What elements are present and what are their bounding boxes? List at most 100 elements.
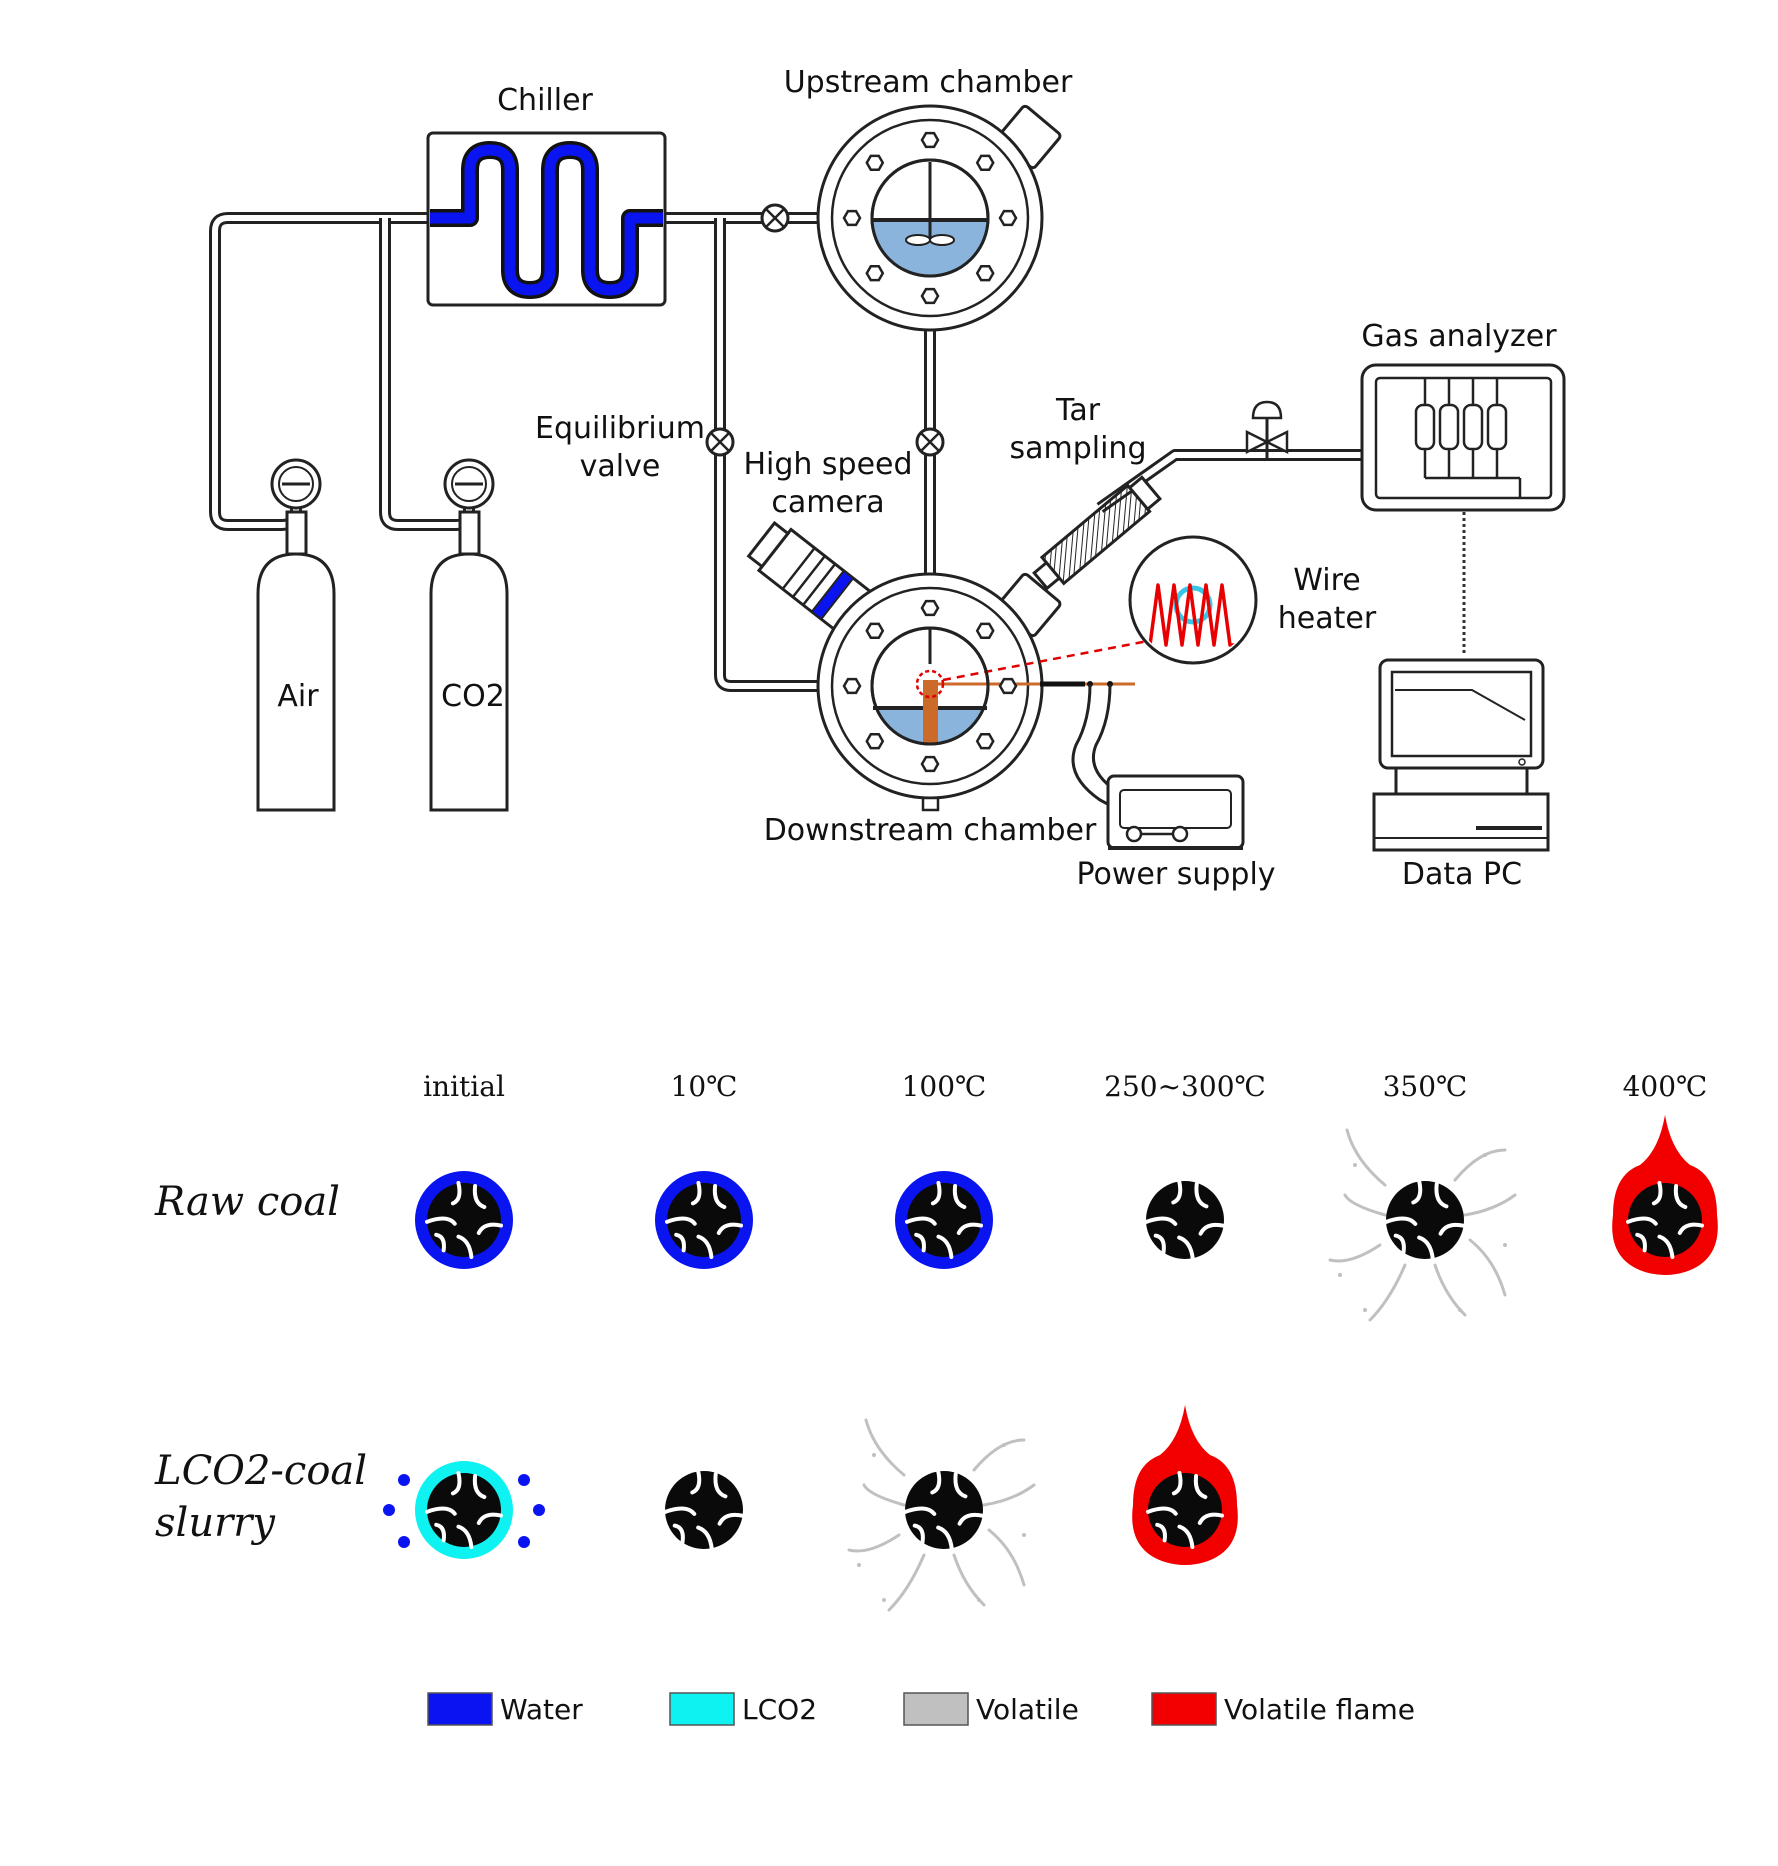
coal-crack xyxy=(476,1512,503,1525)
coal-particle xyxy=(905,1471,983,1549)
coal-crack xyxy=(1198,1222,1226,1236)
water-droplet xyxy=(383,1504,395,1516)
coal-crack xyxy=(1651,1181,1663,1206)
chamber-bolt xyxy=(998,209,1018,227)
volatile-dot xyxy=(1022,1533,1026,1537)
coal-crack xyxy=(1384,1216,1418,1226)
coal-crack xyxy=(903,1506,937,1516)
chamber-bolt xyxy=(920,755,940,773)
water-droplet xyxy=(518,1474,530,1486)
camera-label-2: camera xyxy=(771,485,884,520)
coal-crack xyxy=(450,1471,462,1496)
coal-crack xyxy=(1657,1234,1675,1259)
particle-flame xyxy=(1132,1405,1238,1565)
water-droplet xyxy=(533,1504,545,1516)
volatile-dot xyxy=(1338,1273,1342,1277)
particle-volatile xyxy=(847,1418,1036,1612)
coal-crack xyxy=(472,1473,487,1500)
tar-sampling-filter xyxy=(1032,475,1163,591)
coal-crack xyxy=(425,1506,457,1516)
valve-chiller-line[interactable] xyxy=(760,203,790,233)
coal-crack xyxy=(930,1181,942,1206)
coal-particle xyxy=(665,1471,743,1549)
volatile-stream xyxy=(887,1553,926,1612)
volatile-stream xyxy=(1468,1238,1507,1297)
coal-crack xyxy=(712,1183,727,1210)
coal-crack xyxy=(1635,1232,1647,1253)
coal-crack xyxy=(905,1216,937,1226)
air-cylinder xyxy=(256,458,336,812)
coal-particle xyxy=(1386,1181,1464,1259)
volatile-stream xyxy=(1463,1193,1517,1217)
particle-lco2 xyxy=(383,1461,545,1559)
chamber-bolt xyxy=(865,154,885,172)
particle-volatile xyxy=(1328,1128,1517,1322)
tar-sampling-label-2: sampling xyxy=(1009,431,1146,466)
coal-crack xyxy=(450,1181,462,1206)
coal-crack xyxy=(1677,1222,1704,1235)
power-supply-label: Power supply xyxy=(1076,857,1275,892)
coal-crack xyxy=(476,1222,503,1235)
particle-flame xyxy=(1612,1115,1718,1275)
volatile-dot xyxy=(872,1453,876,1457)
chamber-bolt xyxy=(920,131,940,149)
row-label: Raw coal xyxy=(154,1179,340,1225)
coal-crack xyxy=(930,1469,942,1495)
coal-crack xyxy=(1155,1522,1167,1543)
volatile-stream xyxy=(987,1528,1026,1587)
volatile-dot xyxy=(1503,1243,1507,1247)
stage-header: 250~300℃ xyxy=(1104,1070,1266,1103)
particle-water xyxy=(895,1171,993,1269)
power-cables xyxy=(1071,683,1120,810)
upstream-chamber xyxy=(816,104,1062,332)
coal-crack xyxy=(456,1524,474,1549)
volatile-dot xyxy=(857,1563,861,1567)
legend-label: LCO2 xyxy=(742,1693,817,1726)
high-speed-camera xyxy=(746,520,872,635)
coal-crack xyxy=(912,1523,925,1544)
coal-crack xyxy=(952,1183,967,1210)
coal-crack xyxy=(1193,1473,1208,1500)
gas-analyzer xyxy=(1360,363,1566,512)
gas-line-valve[interactable] xyxy=(1245,400,1289,460)
chamber-bolt xyxy=(865,732,885,750)
chiller xyxy=(426,131,667,307)
volatile-dot xyxy=(1002,1443,1006,1447)
coal-crack xyxy=(716,1222,743,1235)
legend-label: Volatile xyxy=(976,1693,1079,1726)
chamber-bolt xyxy=(920,287,940,305)
volatile-stream xyxy=(1345,1128,1387,1187)
coal-crack xyxy=(1177,1235,1195,1261)
volatile-dot xyxy=(1353,1163,1357,1167)
chamber-bolt xyxy=(865,264,885,282)
water-droplet xyxy=(398,1536,410,1548)
chamber-bolt xyxy=(975,622,995,640)
coal-crack xyxy=(1171,1179,1183,1205)
stage-header: 10℃ xyxy=(671,1070,738,1103)
row-label: LCO2-coal xyxy=(154,1448,367,1494)
equilibrium-valve[interactable] xyxy=(705,427,735,457)
coal-crack xyxy=(434,1522,446,1543)
coal-crack xyxy=(1417,1235,1435,1261)
chamber-bolt xyxy=(998,677,1018,695)
wire-heater-zoom xyxy=(1128,535,1258,665)
particle-coal xyxy=(663,1469,745,1551)
co2-label: CO2 xyxy=(441,679,505,714)
gas-analyzer-label: Gas analyzer xyxy=(1361,319,1557,354)
coal-crack xyxy=(1673,1183,1688,1210)
data-pc xyxy=(1372,658,1550,852)
coal-particle xyxy=(1628,1183,1702,1257)
coal-crack xyxy=(1393,1233,1406,1254)
chamber-bolt xyxy=(842,677,862,695)
water-droplet xyxy=(398,1474,410,1486)
stage-header: 350℃ xyxy=(1383,1070,1468,1103)
co2-cylinder xyxy=(429,458,509,812)
coal-particle xyxy=(907,1183,981,1257)
chamber-connection-valve[interactable] xyxy=(915,427,945,457)
coal-crack xyxy=(690,1181,702,1206)
chiller-label: Chiller xyxy=(497,83,593,118)
coal-particle xyxy=(667,1183,741,1257)
coal-crack xyxy=(936,1525,954,1551)
coal-crack xyxy=(1177,1524,1195,1549)
